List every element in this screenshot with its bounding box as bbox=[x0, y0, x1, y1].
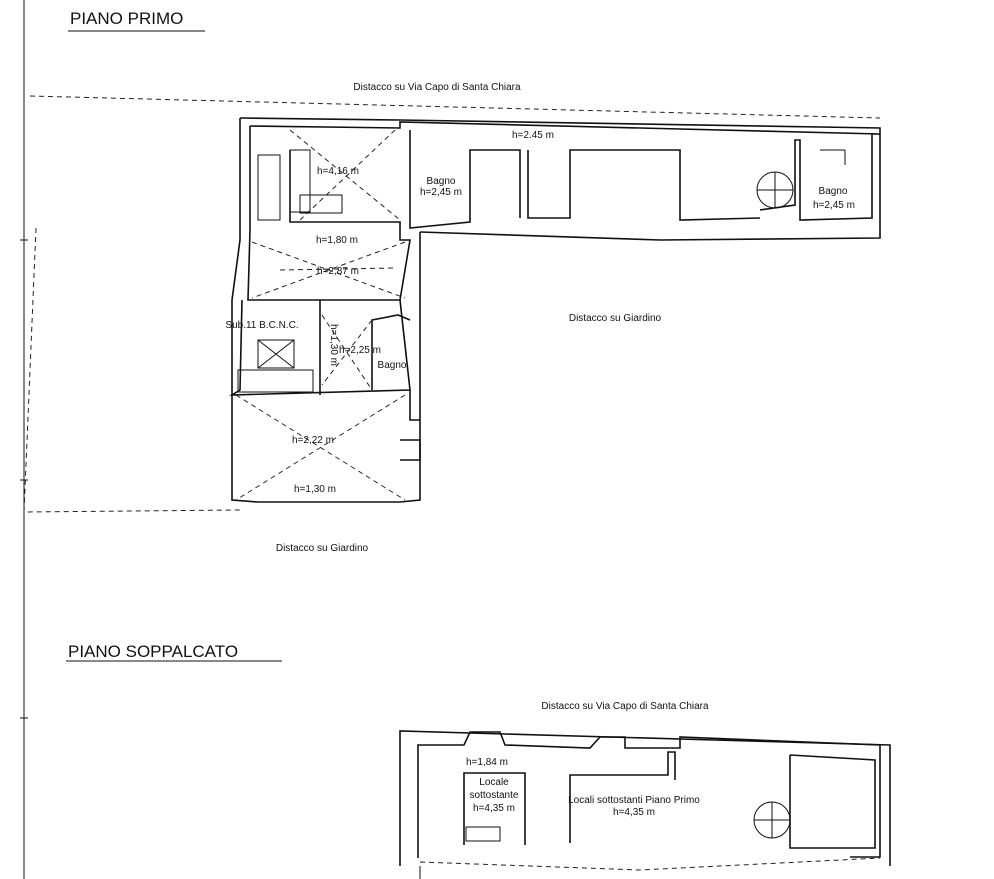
margin-line bbox=[20, 0, 28, 879]
svg-text:h=2,25 m: h=2,25 m bbox=[339, 345, 381, 356]
svg-text:h=2,22 m: h=2,22 m bbox=[292, 435, 334, 446]
svg-text:Locali sottostanti Piano Primo: Locali sottostanti Piano Primo bbox=[568, 795, 700, 806]
mezzanine-room-labels: h=1,84 m Locale sottostante h=4,35 m Loc… bbox=[466, 757, 700, 818]
mezzanine-stair-icon bbox=[465, 826, 501, 842]
mezzanine-spiral-staircase-icon bbox=[753, 801, 791, 839]
svg-text:h=1,30 m: h=1,30 m bbox=[328, 324, 339, 366]
street-setback-label: Distacco su Via Capo di Santa Chiara bbox=[353, 82, 521, 93]
mezzanine-title: PIANO SOPPALCATO bbox=[68, 642, 238, 661]
mezzanine-street-setback-label: Distacco su Via Capo di Santa Chiara bbox=[541, 701, 709, 712]
vault-diagonals bbox=[235, 129, 406, 501]
staircase-icon bbox=[237, 149, 343, 393]
first-floor-title: PIANO PRIMO bbox=[70, 9, 183, 28]
svg-text:Locale: Locale bbox=[479, 777, 509, 788]
svg-text:Bagno: Bagno bbox=[819, 186, 848, 197]
svg-text:h=1,84 m: h=1,84 m bbox=[466, 757, 508, 768]
svg-text:h=2,87 m: h=2,87 m bbox=[317, 266, 359, 277]
svg-text:Bagno: Bagno bbox=[427, 176, 456, 187]
first-floor-room-labels: h=4,16 m Bagno h=2,45 m h=2.45 m Bagno h… bbox=[225, 130, 855, 495]
svg-text:h=1,30 m: h=1,30 m bbox=[294, 484, 336, 495]
svg-text:h=2,45 m: h=2,45 m bbox=[813, 200, 855, 211]
garden-setback-label-bottom: Distacco su Giardino bbox=[276, 543, 369, 554]
svg-text:h=1,80 m: h=1,80 m bbox=[316, 235, 358, 246]
svg-text:h=2,45 m: h=2,45 m bbox=[420, 187, 462, 198]
svg-text:Bagno: Bagno bbox=[378, 360, 407, 371]
property-boundary bbox=[23, 95, 881, 513]
first-floor-walls bbox=[229, 117, 881, 503]
spiral-staircase-icon bbox=[756, 171, 794, 209]
garden-setback-label-right: Distacco su Giardino bbox=[569, 313, 662, 324]
svg-text:h=4,35 m: h=4,35 m bbox=[473, 803, 515, 814]
svg-text:h=4,16 m: h=4,16 m bbox=[317, 166, 359, 177]
svg-text:Sub.11 B.C.N.C.: Sub.11 B.C.N.C. bbox=[225, 320, 298, 331]
svg-text:h=4,35 m: h=4,35 m bbox=[613, 807, 655, 818]
svg-text:sottostante: sottostante bbox=[470, 790, 519, 801]
svg-text:h=2.45 m: h=2.45 m bbox=[512, 130, 554, 141]
